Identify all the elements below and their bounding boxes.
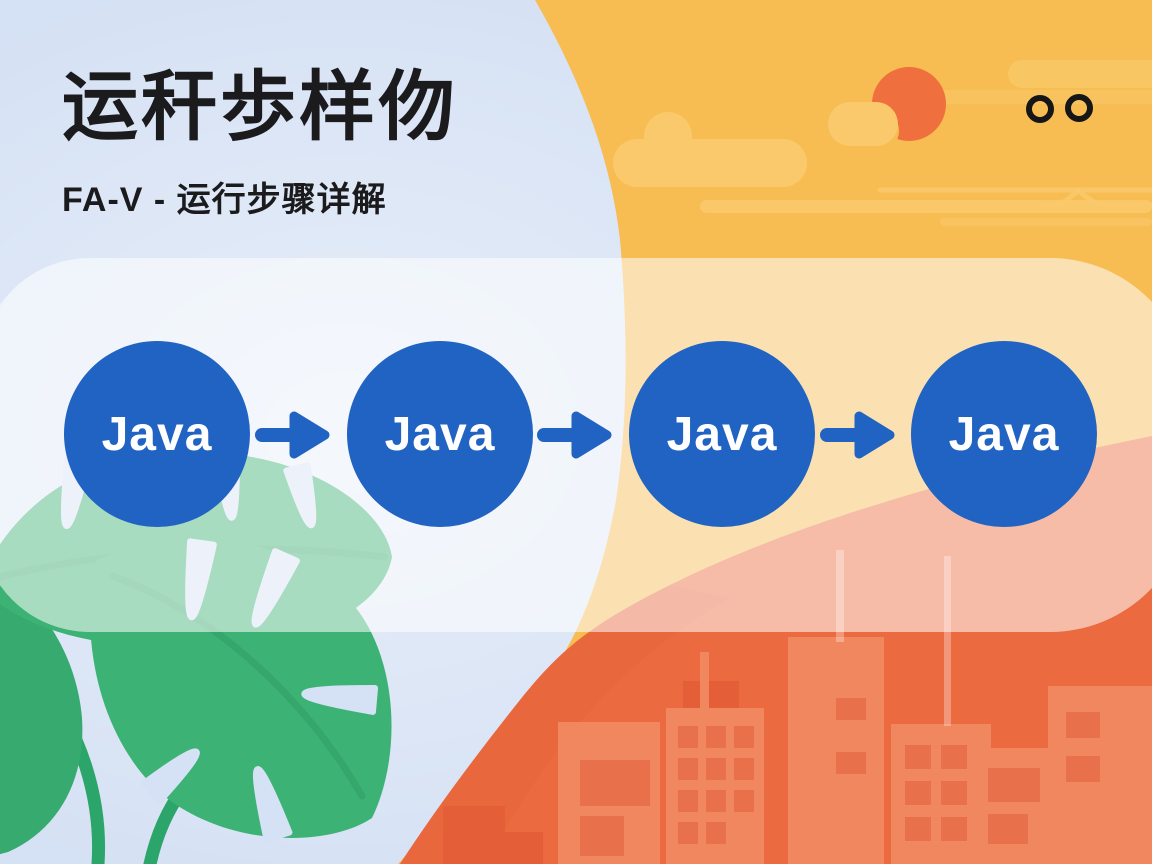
flow-arrow-icon bbox=[534, 403, 612, 467]
monstera-leaf bbox=[0, 574, 83, 855]
ring-dots-icon bbox=[1026, 94, 1093, 123]
flow-node-label: Java bbox=[666, 407, 778, 461]
flow-node-label: Java bbox=[384, 407, 496, 461]
building bbox=[683, 681, 739, 711]
flow-node-2: Java bbox=[347, 341, 533, 527]
page-subtitle: FA-V - 运行步骤详解 bbox=[62, 181, 387, 219]
sun-icon bbox=[828, 67, 946, 152]
building bbox=[503, 832, 543, 864]
flow-arrow-icon bbox=[252, 403, 330, 467]
building bbox=[443, 806, 505, 864]
antenna bbox=[700, 652, 709, 710]
horizon-lines bbox=[700, 187, 1152, 226]
flow-node-label: Java bbox=[101, 407, 213, 461]
page-title: 运秆歩样伆 bbox=[62, 65, 457, 150]
windows bbox=[580, 698, 1100, 856]
flow-node-label: Java bbox=[948, 407, 1060, 461]
flow-node-3: Java bbox=[629, 341, 815, 527]
city-skyline bbox=[443, 637, 1152, 864]
building bbox=[788, 637, 884, 864]
flow-node-1: Java bbox=[64, 341, 250, 527]
cloud-icon bbox=[613, 112, 807, 187]
antenna-streak bbox=[944, 556, 951, 726]
flow-arrow-icon bbox=[817, 403, 895, 467]
flow-node-4: Java bbox=[911, 341, 1097, 527]
